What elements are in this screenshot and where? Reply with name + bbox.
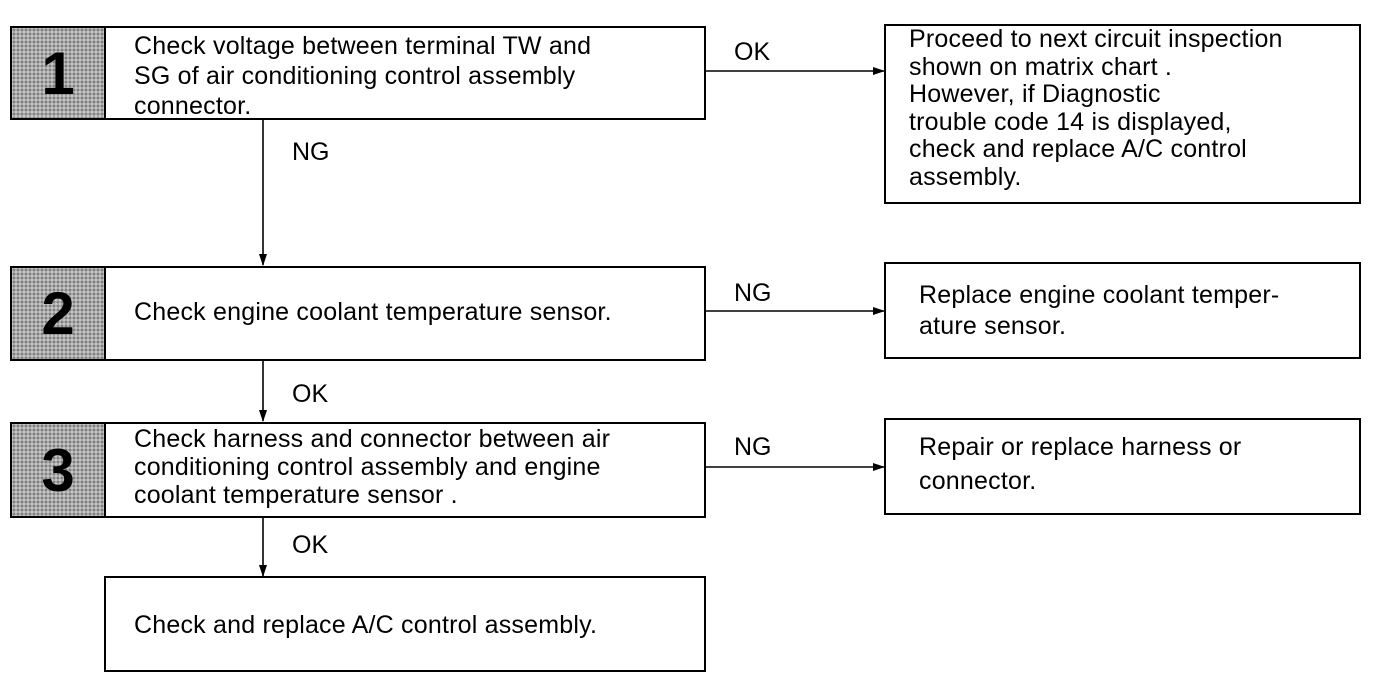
result-box-2 [884,262,1361,359]
final-box [104,576,706,672]
step-3-text: Check harness and connector between air … [134,425,611,509]
step-number-3: 3 [10,422,106,518]
final-text: Check and replace A/C control assembly. [134,611,598,639]
label-step1-ng: NG [292,138,330,166]
result-3-text: Repair or replace harness or connector. [919,433,1242,495]
result-box-1 [884,24,1361,204]
step-box-3 [104,422,706,518]
step-2-text: Check engine coolant temperature sensor. [134,298,612,326]
result-1-text: Proceed to next circuit inspection shown… [909,25,1283,191]
label-step2-ng: NG [734,279,772,307]
step-box-2 [104,266,706,361]
step-number-2: 2 [10,266,106,361]
step-number-1: 1 [10,26,106,120]
label-step3-ok: OK [292,531,329,559]
step-1-text: Check voltage between terminal TW and SG… [134,32,592,120]
result-2-text: Replace engine coolant temper- ature sen… [919,281,1280,340]
label-step1-ok: OK [734,38,771,66]
result-box-3 [884,418,1361,515]
label-step3-ng: NG [734,433,772,461]
label-step2-ok: OK [292,380,329,408]
step-box-1 [104,26,706,120]
